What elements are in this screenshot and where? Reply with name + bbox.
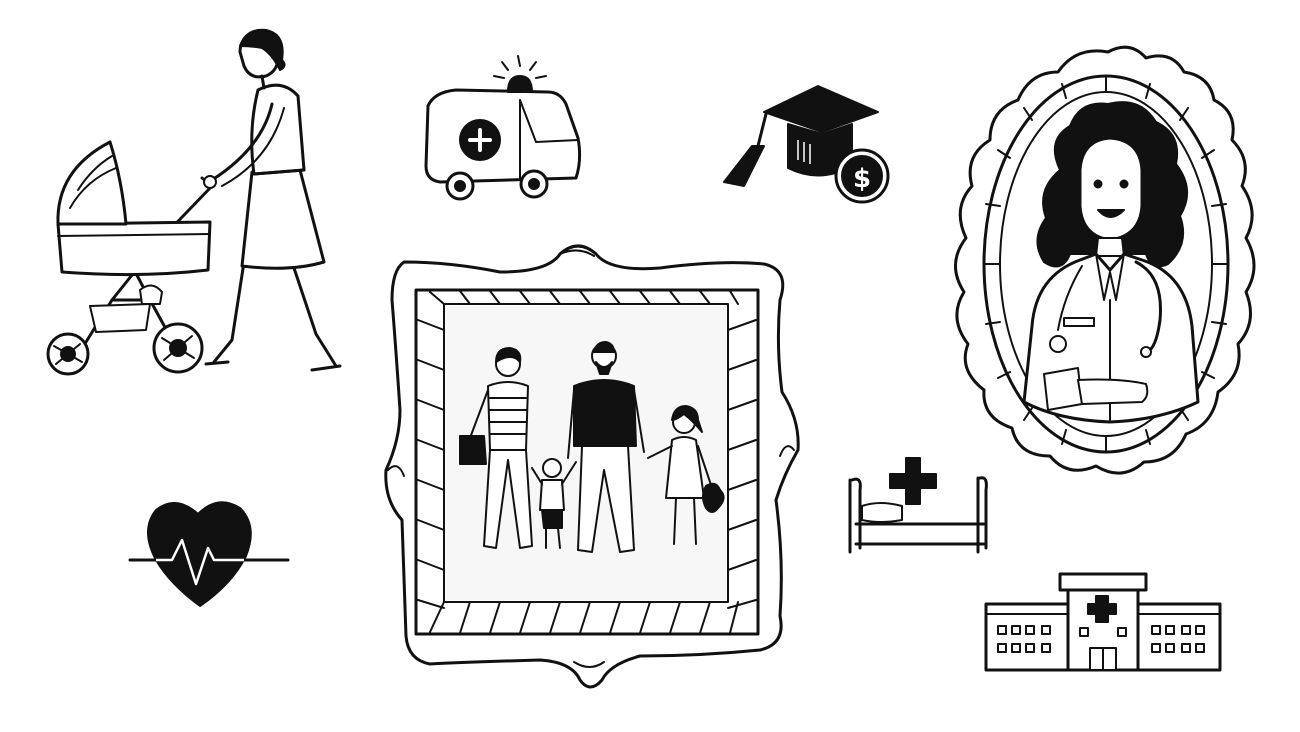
graduation-cap-with-dollar-coin-icon: $ — [723, 85, 890, 204]
framed-family-portrait-icon — [384, 244, 800, 689]
ambulance-icon — [424, 55, 582, 201]
hospital-building-icon — [984, 572, 1222, 672]
hospital-bed-icon — [848, 457, 988, 554]
framed-doctor-portrait-icon — [954, 45, 1256, 475]
woman-with-stroller-icon — [46, 28, 342, 376]
heart-with-pulse-icon — [128, 501, 290, 607]
dollar-sign-glyph: $ — [853, 164, 871, 194]
